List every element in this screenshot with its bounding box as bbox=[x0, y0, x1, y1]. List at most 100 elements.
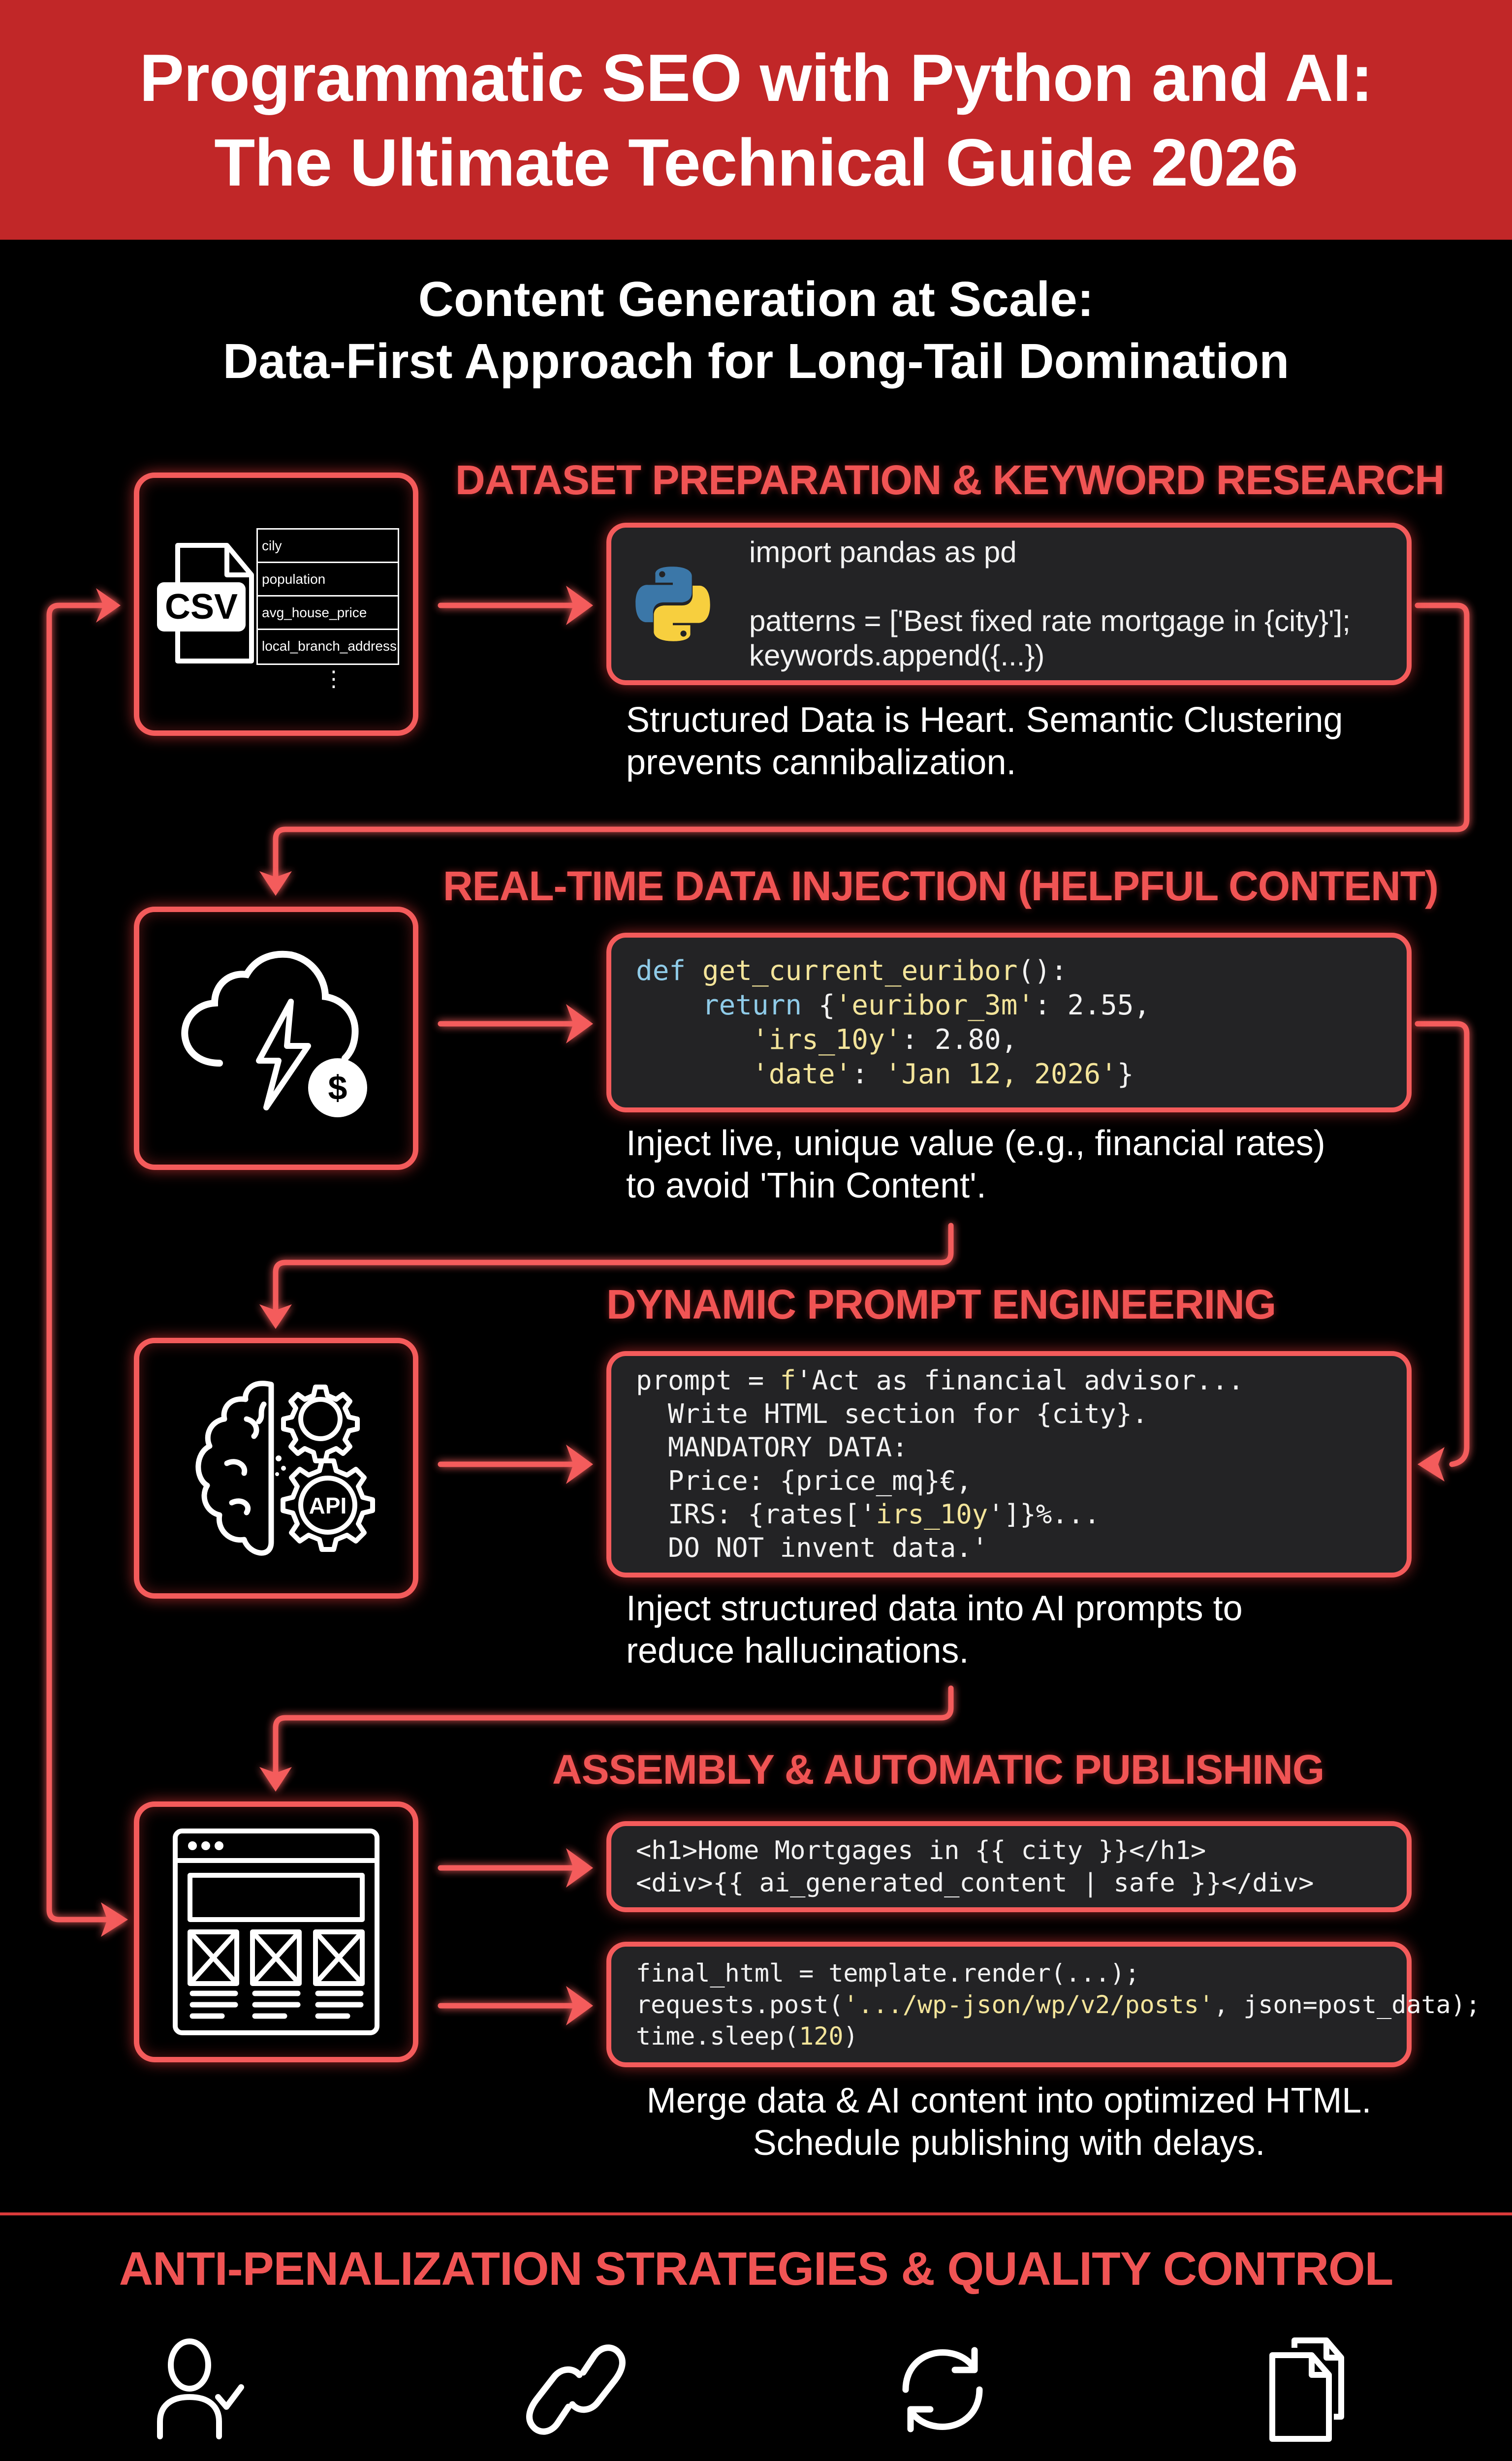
step2-title: REAL-TIME DATA INJECTION (HELPFUL CONTEN… bbox=[443, 863, 1439, 909]
strategy-dynamic-internal-linking: Dynamic InternalLinking Python creates l… bbox=[409, 2333, 743, 2461]
code-text: } bbox=[1117, 1058, 1134, 1090]
code-string: 'euribor_3m' bbox=[835, 989, 1035, 1021]
cloud-lightning-dollar-icon: $ bbox=[181, 950, 367, 1117]
step3-to-step4-arrowhead bbox=[259, 1767, 292, 1792]
step1-icon-box: CSV cily population avg_house_price loca… bbox=[134, 473, 418, 736]
code-text: ']}%... bbox=[988, 1499, 1100, 1530]
step3-icon-box: API bbox=[134, 1338, 418, 1599]
code-text: prompt = bbox=[636, 1365, 780, 1396]
step3-code: prompt = f'Act as financial advisor... W… bbox=[636, 1364, 1244, 1565]
subtitle: Content Generation at Scale: Data-First … bbox=[0, 268, 1512, 392]
loop-back-bottom-arrowhead bbox=[101, 1902, 128, 1937]
quality-section-title: ANTI-PENALIZATION STRATEGIES & QUALITY C… bbox=[119, 2242, 1394, 2295]
code-fstring-prefix: f bbox=[780, 1365, 796, 1396]
code-text: , json=post_data); bbox=[1214, 1990, 1480, 2019]
web-template-icon bbox=[173, 1829, 379, 2035]
step4-arrowhead-publish bbox=[566, 1986, 593, 2025]
step1-arrowhead bbox=[566, 586, 593, 625]
code-text: 'Act as financial advisor... bbox=[796, 1365, 1244, 1396]
code-text: final_html = template.render(...); bbox=[636, 1958, 1140, 1988]
step4-arrowhead-template bbox=[566, 1848, 593, 1888]
description-line: Inject live, unique value (e.g., financi… bbox=[626, 1124, 1325, 1163]
step1-code-box: import pandas as pd patterns = ['Best fi… bbox=[606, 523, 1412, 685]
step2-to-step3-side-arrowhead bbox=[1418, 1447, 1445, 1482]
csv-column: local_branch_address bbox=[262, 638, 397, 654]
description-line: reduce hallucinations. bbox=[626, 1631, 969, 1671]
step3-title: DYNAMIC PROMPT ENGINEERING bbox=[606, 1281, 1276, 1327]
code-number: 120 bbox=[799, 2021, 844, 2051]
step3-code-box: prompt = f'Act as financial advisor... W… bbox=[606, 1351, 1412, 1578]
step4-publish-code: final_html = template.render(...); reque… bbox=[636, 1957, 1480, 2052]
loop-back-connector bbox=[46, 602, 122, 1923]
strategy-human-in-the-loop: Human-in-the-loop Review 5-10% ofpages m… bbox=[30, 2333, 364, 2461]
step2-to-step3-side-connector bbox=[1415, 1021, 1470, 1467]
csv-column: cily bbox=[258, 530, 398, 563]
code-text: ) bbox=[843, 2021, 858, 2051]
code-text: <div>{{ ai_generated_content | safe }}</… bbox=[636, 1868, 1314, 1898]
code-text: requests.post( bbox=[636, 1990, 844, 2019]
step2-code: def get_current_euribor(): return {'euri… bbox=[636, 954, 1150, 1092]
section-divider bbox=[0, 2212, 1512, 2215]
step1-title: DATASET PREPARATION & KEYWORD RESEARCH bbox=[455, 457, 1445, 503]
code-text: MANDATORY DATA: bbox=[636, 1432, 908, 1463]
code-text: : bbox=[851, 1058, 885, 1090]
description-line: Structured Data is Heart. Semantic Clust… bbox=[626, 700, 1343, 740]
code-text: : 2.55, bbox=[1034, 989, 1151, 1021]
step2-code-box: def get_current_euribor(): return {'euri… bbox=[606, 933, 1412, 1112]
page-title: Programmatic SEO with Python and AI: The… bbox=[139, 35, 1373, 205]
step2-icon-box: $ bbox=[134, 907, 418, 1170]
csv-file-icon bbox=[175, 542, 254, 663]
step4-title: ASSEMBLY & AUTOMATIC PUBLISHING bbox=[552, 1746, 1324, 1793]
code-text: : 2.80, bbox=[901, 1023, 1018, 1056]
step1-code: import pandas as pd patterns = ['Best fi… bbox=[749, 535, 1351, 673]
link-icon bbox=[526, 2344, 626, 2435]
csv-badge: CSV bbox=[157, 582, 246, 631]
code-text: <h1>Home Mortgages in {{ city }}</h1> bbox=[636, 1835, 1206, 1865]
step2-description: Inject live, unique value (e.g., financi… bbox=[626, 1122, 1325, 1207]
code-function: get_current_euribor bbox=[702, 954, 1018, 987]
step2-to-step3-arrowhead bbox=[259, 1304, 292, 1329]
duplicate-files-icon bbox=[1269, 2337, 1344, 2442]
description-line: Schedule publishing with delays. bbox=[753, 2123, 1265, 2163]
csv-column: avg_house_price bbox=[258, 597, 398, 630]
code-text: Write HTML section for {city}. bbox=[636, 1398, 1148, 1429]
refresh-icon bbox=[902, 2347, 983, 2432]
code-text: DO NOT invent data.' bbox=[636, 1532, 988, 1563]
title-line-1: Programmatic SEO with Python and AI: bbox=[139, 40, 1373, 115]
code-text: time.sleep( bbox=[636, 2021, 799, 2051]
code-string: irs_10y bbox=[876, 1499, 988, 1530]
step3-arrowhead bbox=[566, 1445, 593, 1484]
api-label: API bbox=[309, 1493, 347, 1518]
code-text: Price: {price_mq}€, bbox=[636, 1465, 972, 1496]
code-keyword: return bbox=[702, 989, 802, 1021]
step1-to-step2-arrowhead bbox=[259, 871, 292, 896]
step4-template-code: <h1>Home Mortgages in {{ city }}</h1> <d… bbox=[636, 1834, 1314, 1899]
subtitle-line-1: Content Generation at Scale: bbox=[418, 272, 1094, 327]
csv-dataset-illustration: CSV cily population avg_house_price loca… bbox=[148, 501, 404, 708]
step4-description: Merge data & AI content into optimized H… bbox=[606, 2080, 1412, 2164]
code-string: 'date' bbox=[752, 1058, 852, 1090]
description-line: prevents cannibalization. bbox=[626, 743, 1016, 782]
description-line: Inject structured data into AI prompts t… bbox=[626, 1589, 1243, 1628]
python-logo-icon bbox=[635, 567, 710, 641]
step4-publish-code-box: final_html = template.render(...); reque… bbox=[606, 1942, 1480, 2067]
code-text: (): bbox=[1017, 954, 1068, 987]
description-line: to avoid 'Thin Content'. bbox=[626, 1166, 986, 1205]
code-string: '.../wp-json/wp/v2/posts' bbox=[843, 1990, 1214, 2019]
csv-columns-table: cily population avg_house_price local_br… bbox=[256, 528, 399, 665]
step4-icon-box bbox=[134, 1801, 418, 2062]
subtitle-line-2: Data-First Approach for Long-Tail Domina… bbox=[222, 334, 1290, 389]
loop-back-arrowhead bbox=[96, 588, 121, 623]
step2-to-step3-connector bbox=[273, 1223, 954, 1312]
step1-to-step2-connector bbox=[273, 602, 1470, 884]
code-string: 'Jan 12, 2026' bbox=[884, 1058, 1117, 1090]
code-line: patterns = ['Best fixed rate mortgage in… bbox=[749, 604, 1351, 637]
step3-to-step4-connector bbox=[273, 1685, 954, 1775]
brain-gears-api-icon: API bbox=[195, 1381, 375, 1556]
step3-description: Inject structured data into AI prompts t… bbox=[626, 1587, 1243, 1672]
svg-text:$: $ bbox=[328, 1069, 347, 1107]
title-line-2: The Ultimate Technical Guide 2026 bbox=[214, 125, 1298, 200]
user-check-icon bbox=[157, 2338, 244, 2439]
step4-template-code-box: <h1>Home Mortgages in {{ city }}</h1> <d… bbox=[606, 1821, 1412, 1912]
